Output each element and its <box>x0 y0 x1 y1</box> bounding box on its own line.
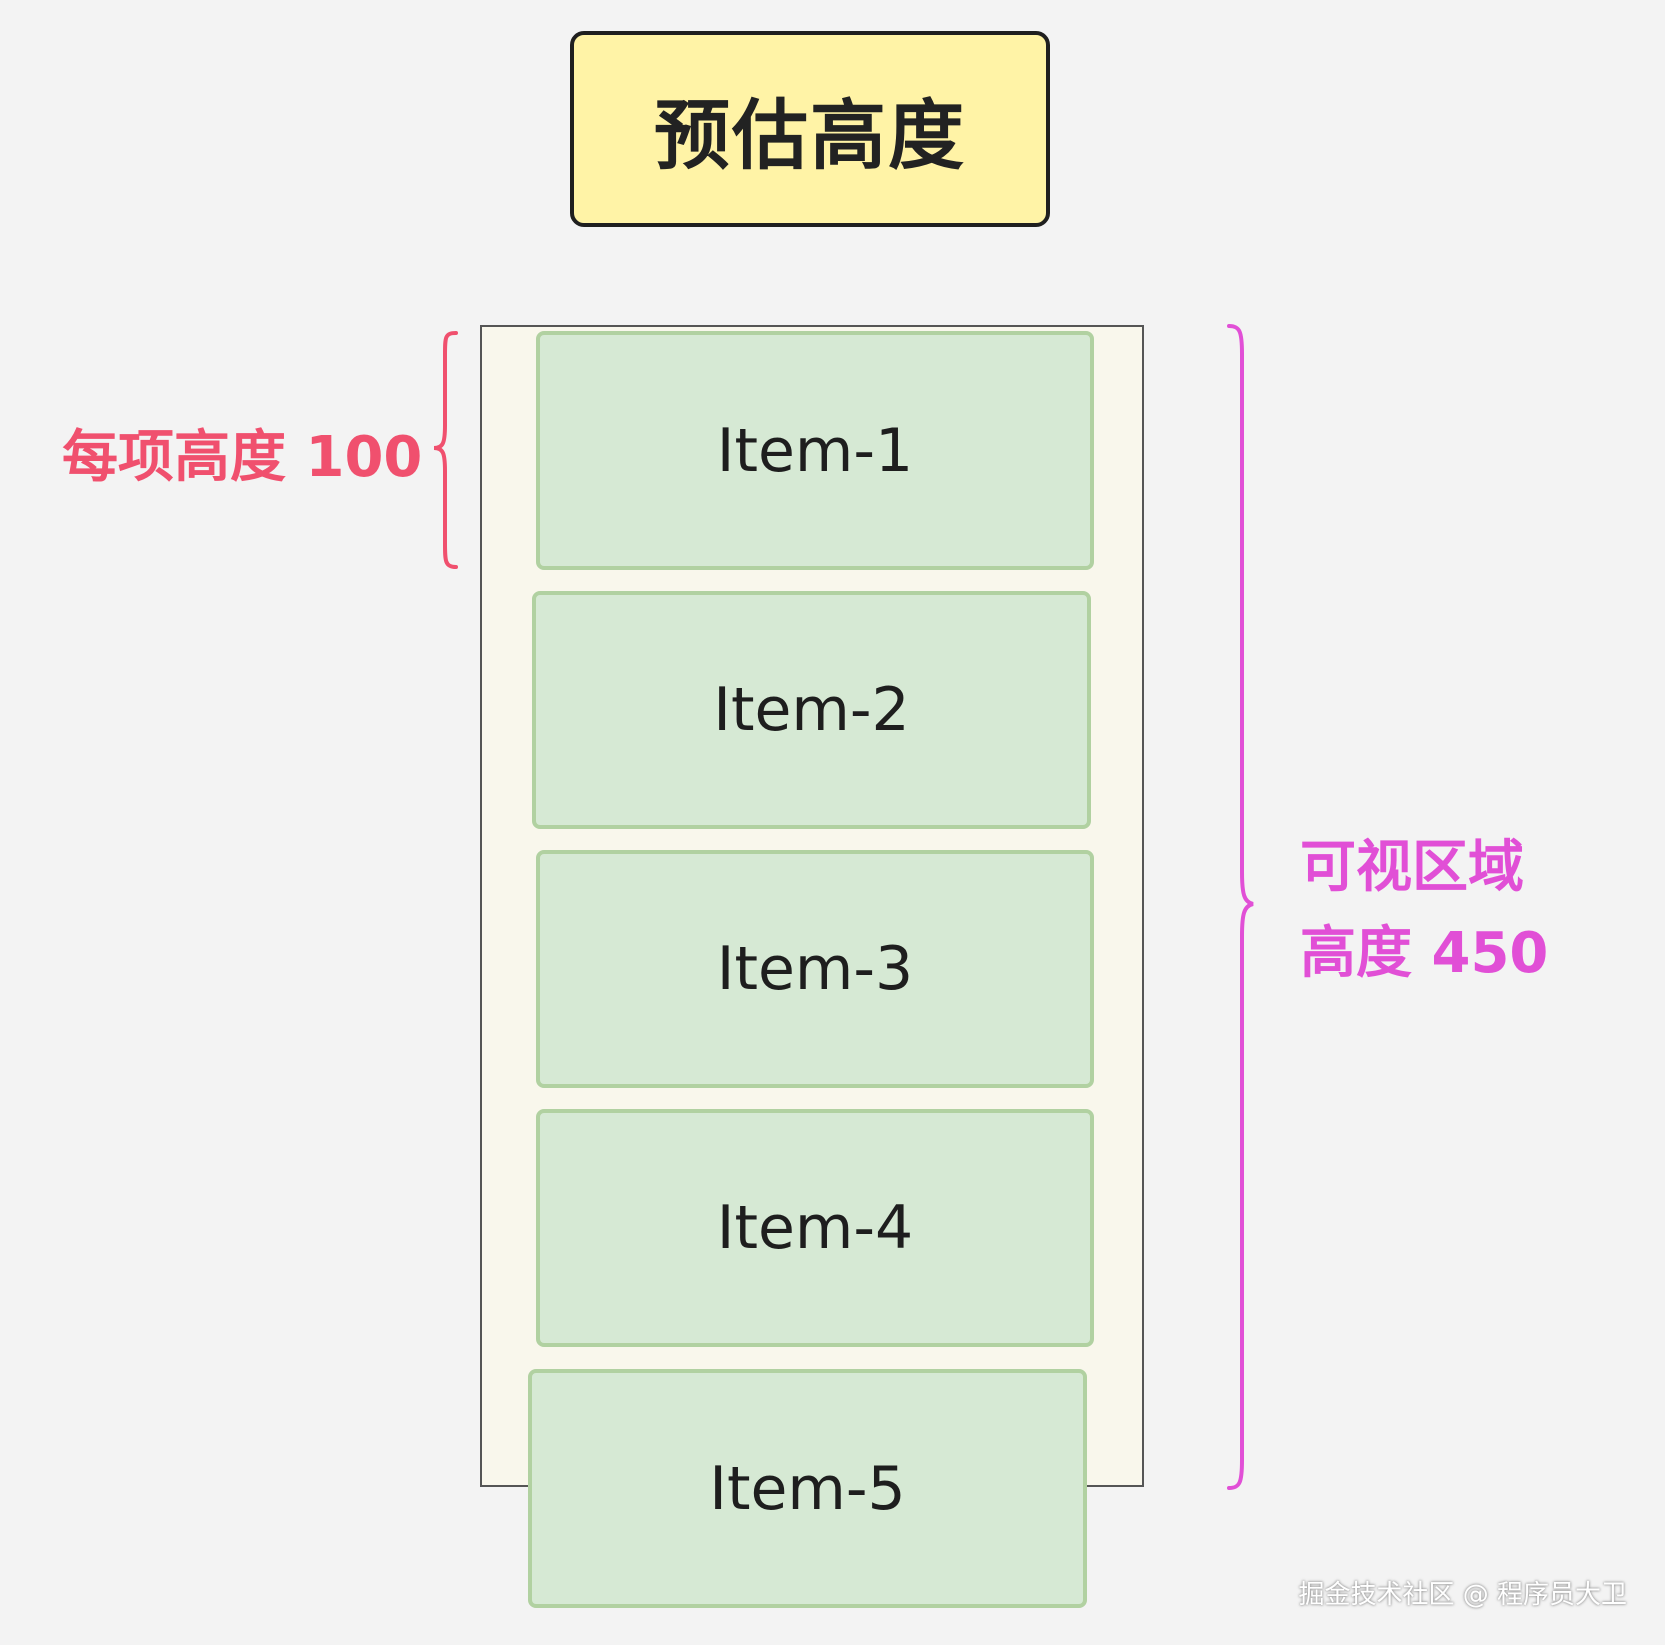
diagram-title: 预估高度 <box>654 91 966 180</box>
list-item-label: Item-1 <box>716 415 914 486</box>
visible-area-height: 高度 450 <box>1300 921 1549 986</box>
list-item: Item-2 <box>532 591 1091 829</box>
list-item: Item-4 <box>536 1109 1094 1347</box>
visible-area-annotation: 可视区域 高度 450 <box>1300 825 1548 997</box>
list-item-label: Item-3 <box>716 934 914 1004</box>
list-item-label: Item-5 <box>709 1453 906 1524</box>
list-item: Item-1 <box>536 331 1094 570</box>
list-item-label: Item-4 <box>716 1193 914 1263</box>
visible-area-brace <box>1227 324 1254 1490</box>
item-height-brace <box>433 331 458 569</box>
list-item: Item-5 <box>528 1369 1087 1608</box>
title-box: 预估高度 <box>570 31 1050 227</box>
item-height-annotation: 每项高度 100 <box>62 425 423 490</box>
list-item-label: Item-2 <box>713 675 910 745</box>
list-item: Item-3 <box>536 850 1094 1088</box>
watermark: 掘金技术社区 @ 程序员大卫 <box>1298 1580 1627 1610</box>
visible-area-label: 可视区域 <box>1300 835 1524 900</box>
